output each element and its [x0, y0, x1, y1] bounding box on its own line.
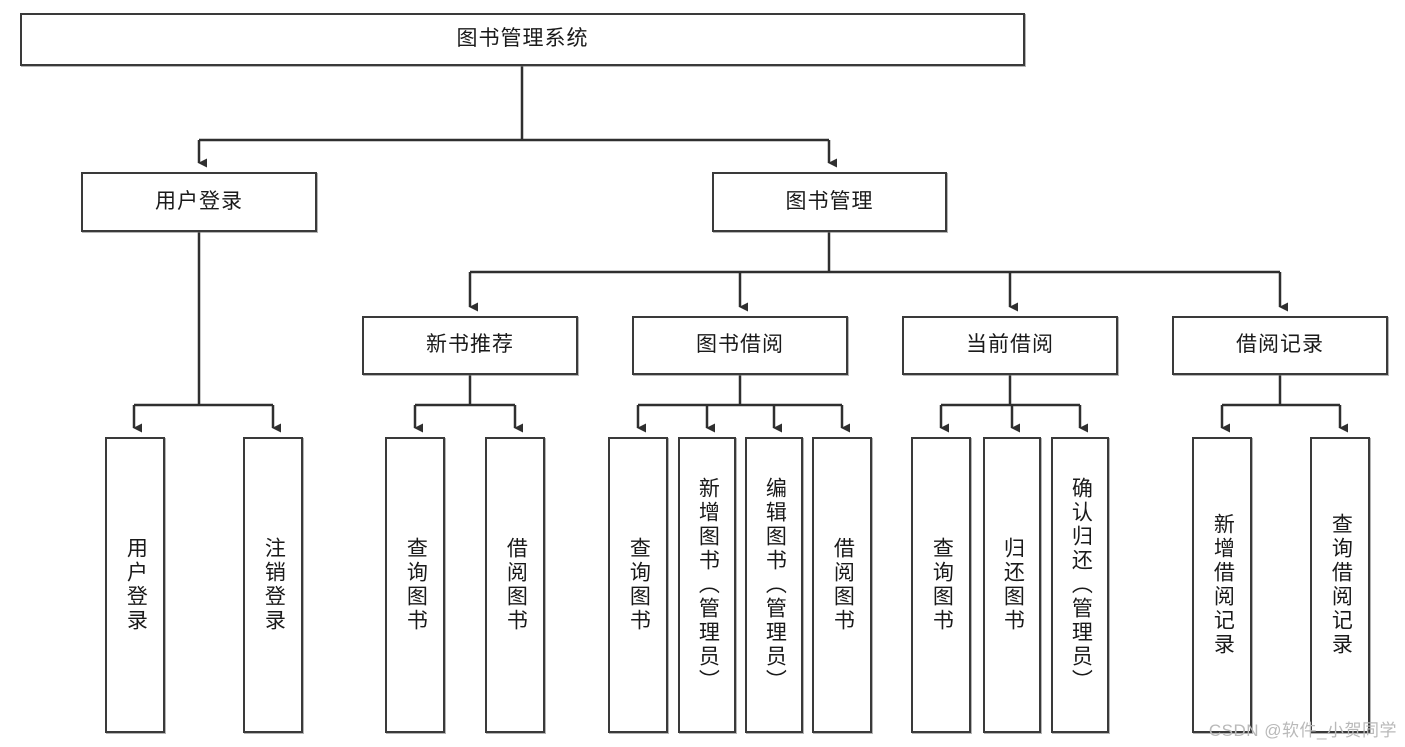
leaf-edit-book-admin[interactable]: 编辑图书（管理员）	[745, 437, 803, 733]
node-root-system[interactable]: 图书管理系统	[20, 13, 1025, 66]
node-book-management[interactable]: 图书管理	[712, 172, 947, 232]
leaf-borrow-book-1[interactable]: 借阅图书	[485, 437, 545, 733]
leaf-label: 查询图书	[627, 537, 651, 633]
leaf-label: 确认归还（管理员）	[1069, 477, 1093, 693]
leaf-confirm-return-admin[interactable]: 确认归还（管理员）	[1051, 437, 1109, 733]
leaf-label: 新增图书（管理员）	[696, 477, 720, 693]
leaf-label: 查询借阅记录	[1329, 513, 1353, 657]
leaf-query-borrow-record[interactable]: 查询借阅记录	[1310, 437, 1370, 733]
leaf-label: 借阅图书	[504, 537, 528, 633]
node-current-borrow[interactable]: 当前借阅	[902, 316, 1118, 375]
leaf-label: 编辑图书（管理员）	[763, 477, 787, 693]
leaf-logout[interactable]: 注销登录	[243, 437, 303, 733]
leaf-label: 归还图书	[1001, 537, 1025, 633]
leaf-label: 查询图书	[404, 537, 428, 633]
leaf-label: 用户登录	[124, 537, 148, 633]
leaf-return-book[interactable]: 归还图书	[983, 437, 1041, 733]
node-borrow-record[interactable]: 借阅记录	[1172, 316, 1388, 375]
leaf-label: 新增借阅记录	[1211, 513, 1235, 657]
node-user-login[interactable]: 用户登录	[81, 172, 317, 232]
leaf-label: 注销登录	[262, 537, 286, 633]
leaf-add-borrow-record[interactable]: 新增借阅记录	[1192, 437, 1252, 733]
leaf-user-login[interactable]: 用户登录	[105, 437, 165, 733]
leaf-query-book-2[interactable]: 查询图书	[608, 437, 668, 733]
node-new-book-recommend[interactable]: 新书推荐	[362, 316, 578, 375]
leaf-query-book-3[interactable]: 查询图书	[911, 437, 971, 733]
leaf-label: 查询图书	[930, 537, 954, 633]
node-book-borrow[interactable]: 图书借阅	[632, 316, 848, 375]
csdn-watermark: CSDN @软件_小贺同学	[1208, 721, 1397, 740]
leaf-borrow-book-2[interactable]: 借阅图书	[812, 437, 872, 733]
leaf-add-book-admin[interactable]: 新增图书（管理员）	[678, 437, 736, 733]
leaf-query-book-1[interactable]: 查询图书	[385, 437, 445, 733]
leaf-label: 借阅图书	[831, 537, 855, 633]
